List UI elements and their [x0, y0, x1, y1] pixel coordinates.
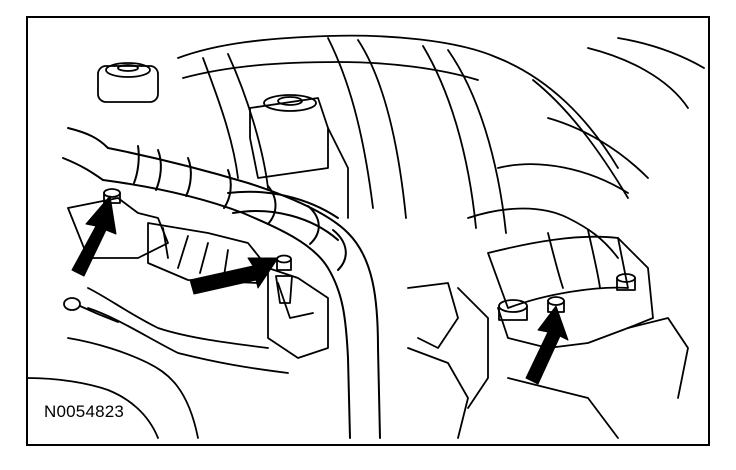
- callout-arrows: [71, 195, 569, 385]
- intake-manifold-runners: [177, 34, 705, 259]
- engine-line-drawing: [28, 34, 705, 439]
- illustration-frame: N0054823: [26, 16, 710, 446]
- arrow-left: [71, 195, 117, 277]
- right-bracket-and-hose: [457, 229, 689, 409]
- fasteners: [63, 188, 636, 323]
- lower-block: [28, 197, 619, 439]
- arrow-right: [525, 305, 569, 385]
- arrow-center: [189, 257, 279, 295]
- wiring-harness: [62, 127, 381, 439]
- figure-code: N0054823: [44, 402, 125, 421]
- manifold-bosses: [97, 62, 349, 219]
